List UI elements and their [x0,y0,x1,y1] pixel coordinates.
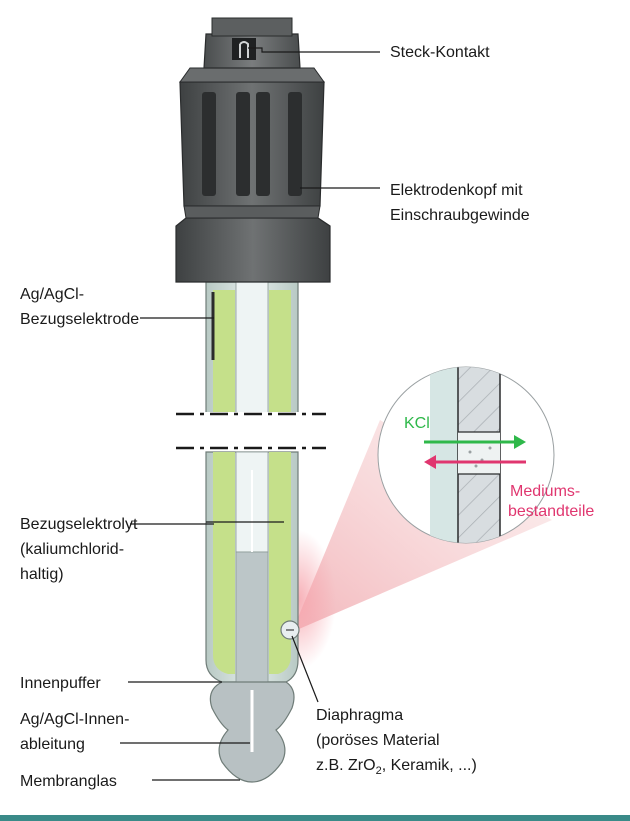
label-diaphragma-2: (poröses Material [316,732,440,749]
electrode-head [175,81,331,283]
medium-label-2: bestandteile [508,503,594,520]
kcl-label: KCl [404,415,430,432]
plug-contact [179,17,325,83]
label-bezugselektrode-1: Ag/AgCl- [20,286,84,303]
label-diaphragma-1: Diaphragma [316,707,403,724]
kcl-arrow [424,435,526,449]
leader-lines [120,47,380,781]
label-diaphragma-3: z.B. ZrO2, Keramik, ...) [316,757,477,777]
label-bezugselektrolyt-3: haltig) [20,566,64,583]
label-steck-kontakt: Steck-Kontakt [390,44,490,61]
label-membranglas: Membranglas [20,773,117,790]
medium-arrow [424,455,526,469]
label-elektrodenkopf-2: Einschraubgewinde [390,207,530,224]
label-innenableitung-2: ableitung [20,736,85,753]
label-bezugselektrolyt-2: (kaliumchlorid- [20,541,124,558]
label-elektrodenkopf-1: Elektrodenkopf mit [390,182,523,199]
label-innenpuffer: Innenpuffer [20,675,101,692]
inset-magnifier [377,366,555,544]
label-bezugselektrolyt-1: Bezugselektrolyt [20,516,138,533]
electrode-shaft [176,281,326,783]
label-innenableitung-1: Ag/AgCl-Innen- [20,711,129,728]
medium-label-1: Mediums- [510,483,580,500]
label-bezugselektrode-2: Bezugselektrode [20,311,139,328]
bottom-band [0,815,630,821]
